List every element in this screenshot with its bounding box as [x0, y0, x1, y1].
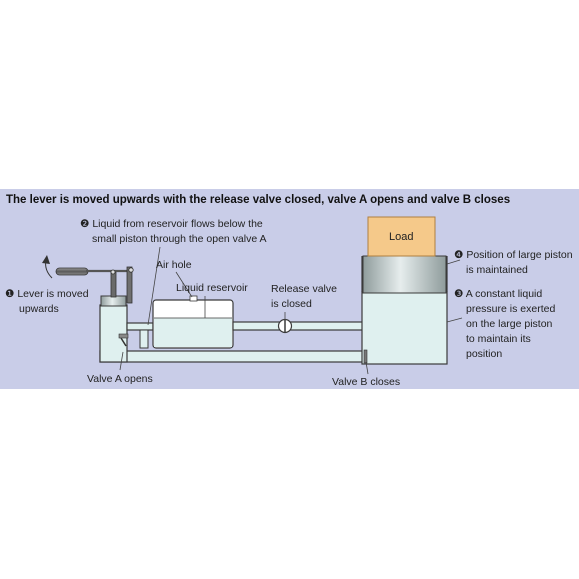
release-valve-label: Release valve is closed — [271, 282, 337, 312]
lever-motion-arrow — [42, 255, 53, 279]
pressure-text-4: to maintain its — [466, 333, 531, 345]
load-label: Load — [389, 231, 414, 243]
step-1-marker: ❶ — [5, 288, 15, 300]
air-hole — [189, 295, 198, 302]
small-piston — [100, 271, 127, 307]
lever-text-1: Lever is moved — [17, 288, 89, 300]
large-piston — [362, 255, 447, 294]
large-cylinder — [361, 256, 448, 365]
pressure-text-2: pressure is exerted — [466, 303, 556, 315]
release-valve-text-1: Release valve — [271, 283, 337, 295]
liquid-flow-text-2: small piston through the open valve A — [92, 233, 267, 245]
liquid-reservoir — [152, 295, 234, 349]
pressure-text-5: position — [466, 348, 503, 360]
position-text-1: Position of large piston — [466, 249, 573, 261]
valve-a-label: Valve A opens — [87, 373, 153, 385]
valve-b-label: Valve B closes — [332, 376, 401, 388]
leader-valve-b — [365, 361, 369, 375]
leader-liquid-flow — [147, 246, 161, 326]
position-label: ❹ Position of large piston is maintained — [454, 248, 573, 278]
leader-position — [446, 259, 461, 265]
pressure-text-1: A constant liquid — [465, 288, 543, 300]
liquid-flow-text-1: Liquid from reservoir flows below the — [92, 218, 263, 230]
leader-valve-a — [119, 351, 124, 371]
release-valve — [277, 318, 293, 334]
liquid-flow-label: ❷ Liquid from reservoir flows below the … — [80, 217, 267, 247]
position-text-2: is maintained — [466, 264, 528, 276]
leader-pressure — [446, 317, 463, 323]
step-4-marker: ❹ — [454, 249, 464, 261]
step-2-marker: ❷ — [80, 218, 90, 230]
load-block — [367, 216, 436, 257]
liquid-reservoir-label: Liquid reservoir — [176, 282, 248, 294]
leader-air-hole — [175, 271, 193, 298]
diagram-title: The lever is moved upwards with the rele… — [6, 194, 511, 206]
return-pipe — [99, 350, 369, 363]
step-3-marker: ❸ — [454, 288, 464, 300]
release-valve-text-2: is closed — [271, 298, 312, 310]
valve-b — [363, 349, 368, 364]
valve-a — [118, 333, 129, 347]
supply-pipe — [126, 322, 154, 349]
lever-label: ❶ Lever is moved upwards — [5, 287, 89, 317]
release-pipe — [232, 321, 364, 331]
pressure-label: ❸ A constant liquid pressure is exerted … — [454, 287, 555, 362]
lever-text-2: upwards — [19, 303, 59, 315]
lever — [55, 266, 134, 304]
leader-lines — [119, 246, 463, 375]
air-hole-label: Air hole — [156, 259, 192, 271]
pressure-text-3: on the large piston — [466, 318, 553, 330]
